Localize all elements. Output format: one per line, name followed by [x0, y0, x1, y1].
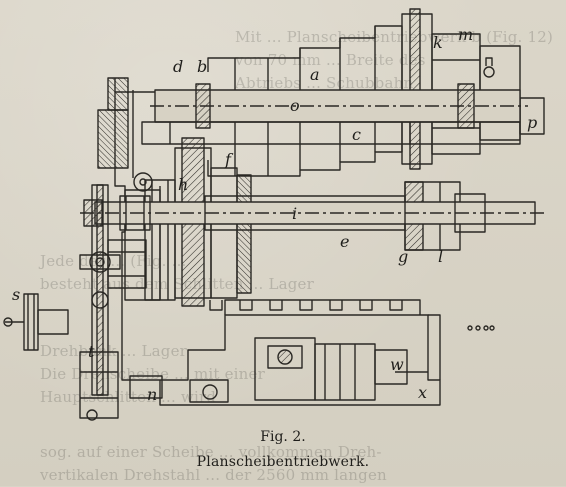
- label-p: p: [527, 113, 537, 132]
- label-d: d: [173, 57, 183, 76]
- ghost-text-line: sog. auf einer Scheibe ... vollkommen Dr…: [40, 443, 382, 461]
- label-h: h: [178, 175, 188, 194]
- ghost-text-line: Jede der ... (Fig. ...: [40, 252, 187, 270]
- label-s: s: [12, 285, 20, 304]
- label-w: w: [390, 355, 404, 374]
- label-k: k: [433, 33, 443, 52]
- label-a: a: [310, 65, 320, 84]
- bed-fittings: [209, 300, 495, 331]
- left-gear-stack: [79, 172, 153, 421]
- label-g: g: [398, 247, 408, 266]
- machine-drawing: k m d b a o c p f h i e g l s t n w x: [3, 8, 545, 421]
- label-t: t: [88, 342, 95, 361]
- label-f: f: [224, 150, 234, 169]
- ghost-text-line: Die Drehscheibe ... mit einer: [40, 365, 265, 383]
- label-e: e: [340, 232, 349, 251]
- figure-number: Fig. 2.: [260, 429, 306, 445]
- ghost-text-line: Abtriebs ... Schubbahn: [235, 74, 414, 92]
- ghost-text-line: Drehbank ... Lager: [40, 342, 188, 360]
- hand-wheel: [3, 293, 69, 351]
- label-l: l: [438, 247, 443, 266]
- label-x: x: [418, 383, 427, 402]
- ghost-text-line: vertikalen Drehstahl ... der 2560 mm lan…: [40, 466, 387, 484]
- ghost-text-line: Hauptschlitten ... wird: [40, 388, 217, 406]
- figure-title: Planscheibentriebwerk.: [196, 454, 370, 470]
- cross-slide: [129, 337, 428, 403]
- label-b: b: [197, 57, 207, 76]
- main-shaft: [80, 193, 545, 233]
- label-o: o: [290, 96, 300, 115]
- machine-frame: [97, 77, 441, 406]
- label-n: n: [147, 385, 157, 404]
- upper-spindle: [141, 57, 528, 145]
- label-c: c: [352, 125, 361, 144]
- ghost-text-line: von 70 mm ... Breite des: [235, 51, 426, 69]
- label-i: i: [292, 204, 297, 223]
- label-m: m: [458, 25, 473, 44]
- ghost-text-line: Mit ... Planscheibentriebwerk b (Fig. 12…: [235, 28, 554, 46]
